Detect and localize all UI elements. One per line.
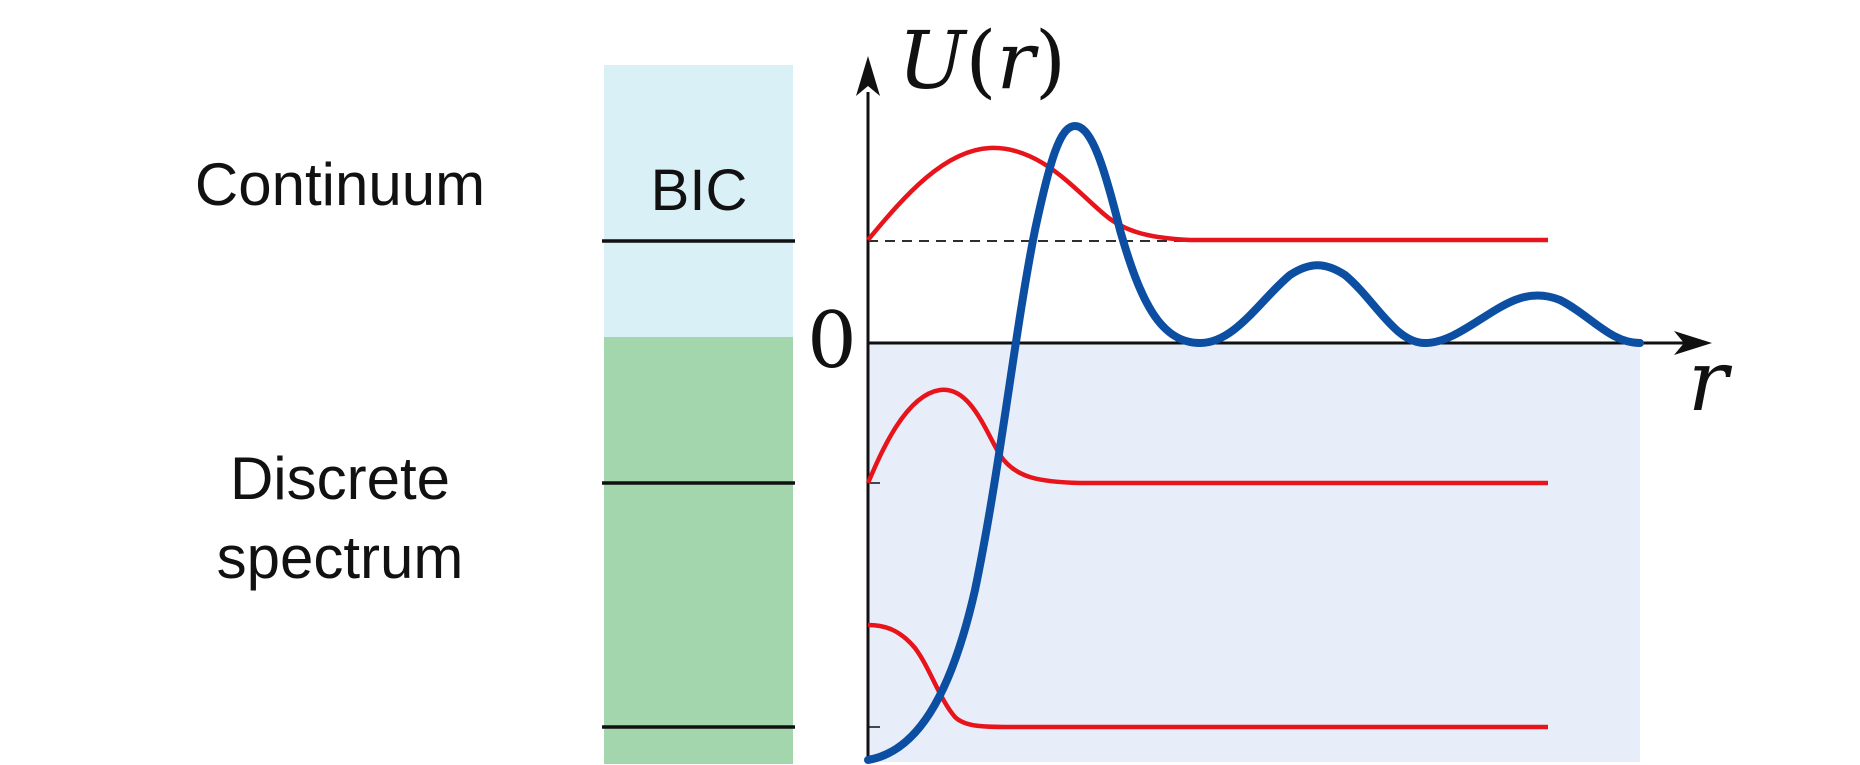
- y-axis-label-open: (: [965, 14, 996, 107]
- zero-label: 0: [807, 296, 857, 386]
- y-axis-label: U(r): [898, 14, 1066, 107]
- discrete-label-line2: spectrum: [217, 524, 464, 591]
- well-region: [868, 343, 1640, 762]
- continuum-band: [604, 65, 793, 337]
- y-axis-label-var: r: [997, 14, 1040, 107]
- arrowhead-right-icon: [1674, 331, 1712, 355]
- discrete-label-line1: Discrete: [230, 445, 450, 512]
- y-axis-label-close: ): [1035, 14, 1066, 107]
- wavefunction-level-2: [867, 622, 1548, 730]
- y-axis-label-symbol: U: [898, 14, 968, 107]
- arrowhead-up-icon: [856, 56, 880, 96]
- continuum-label: Continuum: [195, 151, 485, 218]
- wavefunction-bic: [866, 145, 1548, 243]
- potential-curve: [864, 122, 1644, 764]
- discrete-band: [604, 337, 793, 764]
- bic-label: BIC: [651, 158, 748, 223]
- x-axis-label: r: [1688, 332, 1733, 430]
- wavefunction-level-1: [865, 387, 1548, 486]
